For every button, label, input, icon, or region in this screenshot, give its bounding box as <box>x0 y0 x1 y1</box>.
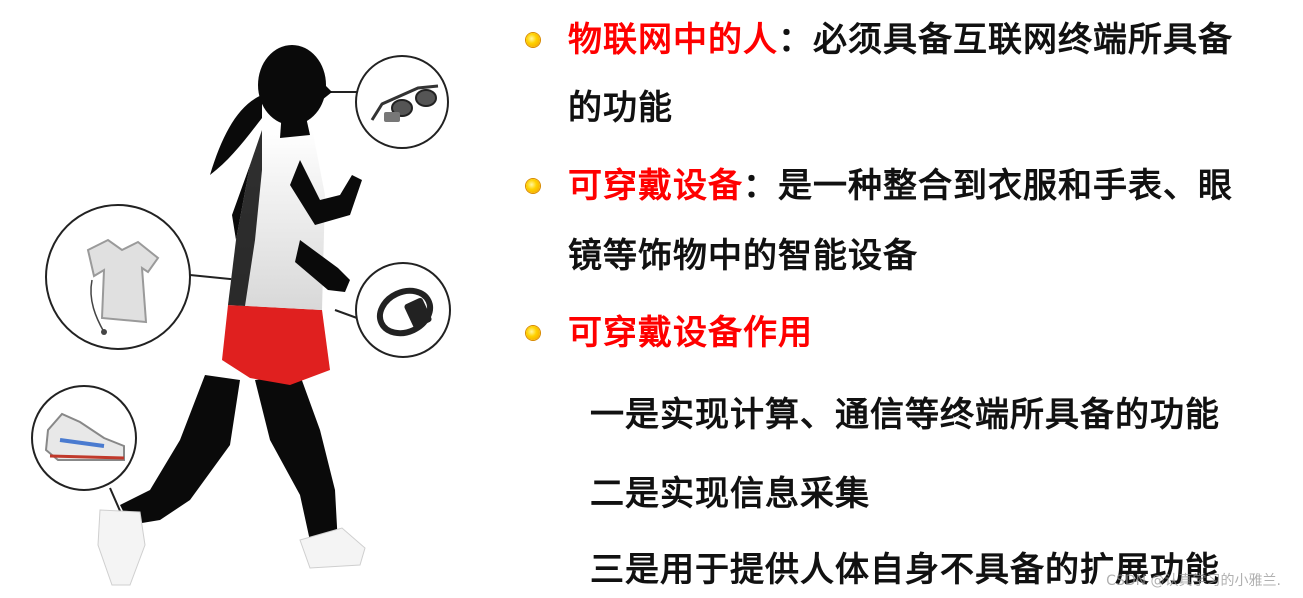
function-3: 三是用于提供人体自身不具备的扩展功能 <box>590 550 1220 590</box>
point-2-term: 可穿戴设备 <box>568 166 743 206</box>
runner-back-leg <box>120 375 240 525</box>
point-1-colon: ： <box>778 20 813 60</box>
runner-back-shoe <box>97 509 146 586</box>
content-panel: 物联网中的人：必须具备互联网终端所具备 的功能 可穿戴设备：是一种整合到衣服和手… <box>520 0 1303 598</box>
wearable-runner-illustration <box>31 45 451 586</box>
bullet-icon <box>526 179 540 193</box>
shirt-icon <box>86 238 160 335</box>
sneaker-device <box>31 385 137 491</box>
bullet-icon <box>526 326 540 340</box>
runner-ponytail <box>210 95 262 175</box>
point-1-desc-2: 的功能 <box>568 88 673 128</box>
shirt-device <box>45 204 191 350</box>
runner-shorts <box>222 305 330 385</box>
point-1-line-2: 的功能 <box>568 88 673 128</box>
runner-front-shoe <box>299 527 366 569</box>
point-2-desc-1: 是一种整合到衣服和手表、眼 <box>778 166 1233 206</box>
bullet-icon <box>526 33 540 47</box>
point-3-line-1: 可穿戴设备作用 <box>568 313 813 353</box>
function-1: 一是实现计算、通信等终端所具备的功能 <box>590 395 1220 435</box>
function-2: 二是实现信息采集 <box>590 474 870 514</box>
point-2-line-2: 镜等饰物中的智能设备 <box>568 236 918 276</box>
point-3-term: 可穿戴设备作用 <box>568 313 813 353</box>
point-1-term: 物联网中的人 <box>568 20 778 60</box>
runner-front-arm <box>290 160 362 225</box>
point-1-line-1: 物联网中的人：必须具备互联网终端所具备 <box>568 20 1233 60</box>
glasses-icon <box>370 84 439 122</box>
runner-head <box>258 45 326 125</box>
wristband-icon <box>376 287 434 337</box>
watermark: CSDN @认真学习的小雅兰. <box>1106 573 1281 589</box>
runner-front-leg <box>255 375 338 550</box>
point-2-colon: ： <box>743 166 778 206</box>
sneaker-icon <box>44 412 125 461</box>
glasses-device <box>355 55 449 149</box>
point-2-desc-2: 镜等饰物中的智能设备 <box>568 236 918 276</box>
point-1-desc-1: 必须具备互联网终端所具备 <box>813 20 1233 60</box>
wristband-device <box>355 262 451 358</box>
point-2-line-1: 可穿戴设备：是一种整合到衣服和手表、眼 <box>568 166 1233 206</box>
